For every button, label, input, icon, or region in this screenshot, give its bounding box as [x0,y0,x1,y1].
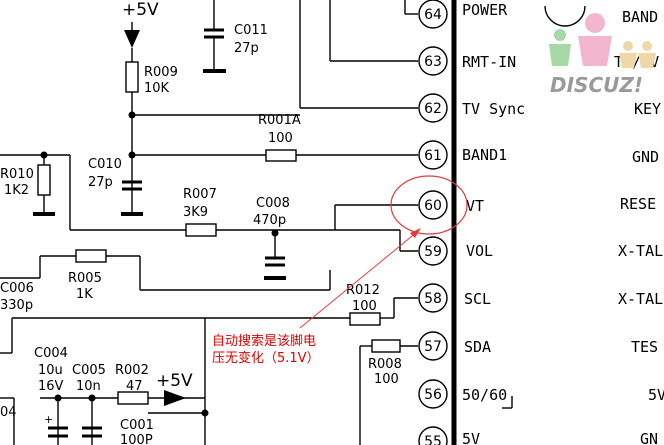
resistor-r001a [265,149,297,162]
r002-val: 47 [126,379,143,394]
svg-text:58: 58 [424,291,442,307]
resistor-r005 [75,249,107,263]
svg-text:55: 55 [424,434,442,445]
c005-ref: C005 [72,363,106,378]
supply-mid-label: +5V [156,371,193,391]
c004-val: 10u [38,363,63,378]
c001-val: 100P [120,433,153,445]
r010-ref: R010 [0,167,34,182]
pin-58: 58 SCL [418,283,491,313]
pin-57: 57 SDA [418,331,491,361]
right-pin-band: BAND [622,8,658,26]
c006-ref: C006 [0,281,34,296]
c004-ref: C004 [34,346,68,361]
r012-ref: R012 [346,283,380,298]
svg-text:SDA: SDA [464,338,491,356]
c001-ref: C001 [120,418,154,433]
r008-val: 100 [374,372,399,387]
highlight-ellipse [390,175,468,235]
right-pin-xtal1: X-TAL [618,242,663,260]
annotation-line2: 压无变化（5.1V） [212,350,320,366]
svg-text:+: + [44,413,53,426]
c006-val: 330p [0,298,33,313]
svg-text:BAND1: BAND1 [462,146,507,164]
supply-arrow-mid [164,390,186,406]
svg-text:63: 63 [424,54,442,70]
svg-text:56: 56 [424,387,442,403]
supply-top-label: +5V [122,0,159,20]
c005-val: 10n [76,379,101,394]
svg-text:61: 61 [424,148,442,164]
r008-ref: R008 [368,357,402,372]
c011-val: 27p [234,41,259,56]
svg-text:SCL: SCL [464,290,491,308]
right-pin-gn: GN [640,430,658,445]
c011-ref: C011 [234,23,268,38]
annotation-line1: 自动搜索是该脚电 [212,333,316,349]
annotation-arrow [410,228,421,238]
resistor-r012 [349,312,381,326]
right-pin-5v: 5V [648,386,664,404]
resistor-r009 [125,61,139,93]
r005-val: 1K [76,287,93,302]
r010-val: 1K2 [4,183,29,198]
watermark-figures [544,5,656,68]
r012-val: 100 [352,299,377,314]
svg-text:62: 62 [424,101,442,117]
r001a-ref: R001A [258,113,301,128]
c004-val2: 16V [38,379,64,394]
right-pin-rese: RESE [620,195,656,213]
r005-ref: R005 [68,271,102,286]
pin-62: 62 TV Sync [418,93,525,123]
right-pin-xtal2: X-TAL [618,290,663,308]
c008-ref: C008 [256,196,290,211]
r007-val: 3K9 [183,205,208,220]
pin-63: 63 RMT-IN [418,46,516,76]
r001a-val: 100 [268,131,293,146]
svg-text:TV Sync: TV Sync [462,100,525,118]
c008-val: 470p [253,213,286,228]
pin-55: 55 5V [418,426,480,445]
svg-text:57: 57 [424,339,442,355]
r007-ref: R007 [183,187,217,202]
svg-text:59: 59 [424,244,442,260]
pin-64: 64 POWER [418,0,508,29]
resistor-r010 [37,164,51,196]
watermark-text: DISCUZ! [550,73,643,97]
right-pin-tes: TES [631,338,658,356]
svg-text:POWER: POWER [462,1,508,19]
right-pin-gnd: GND [632,148,659,166]
supply-arrow-top [124,30,140,48]
r009-ref: R009 [144,65,178,80]
pin-56: 56 50/60 [418,379,507,409]
c010-ref: C010 [88,157,122,172]
svg-text:5V: 5V [462,430,480,445]
pin-60: 60 VT [418,190,484,220]
svg-text:60: 60 [424,198,442,214]
svg-text:RMT-IN: RMT-IN [462,53,516,71]
resistor-r008 [371,339,401,353]
svg-text:VOL: VOL [466,242,493,260]
r002-ref: R002 [115,363,149,378]
c010-val: 27p [88,175,113,190]
resistor-r007 [185,223,217,237]
svg-text:50/60: 50/60 [462,386,507,404]
pin-59: 59 VOL [418,236,493,266]
svg-text:64: 64 [424,7,442,23]
r009-val: 10K [144,81,170,96]
pin-61: 61 BAND1 [418,140,507,170]
svg-text:VT: VT [466,197,484,215]
right-pin-key: KEY [634,100,661,118]
c04-ref: 04 [0,405,17,420]
